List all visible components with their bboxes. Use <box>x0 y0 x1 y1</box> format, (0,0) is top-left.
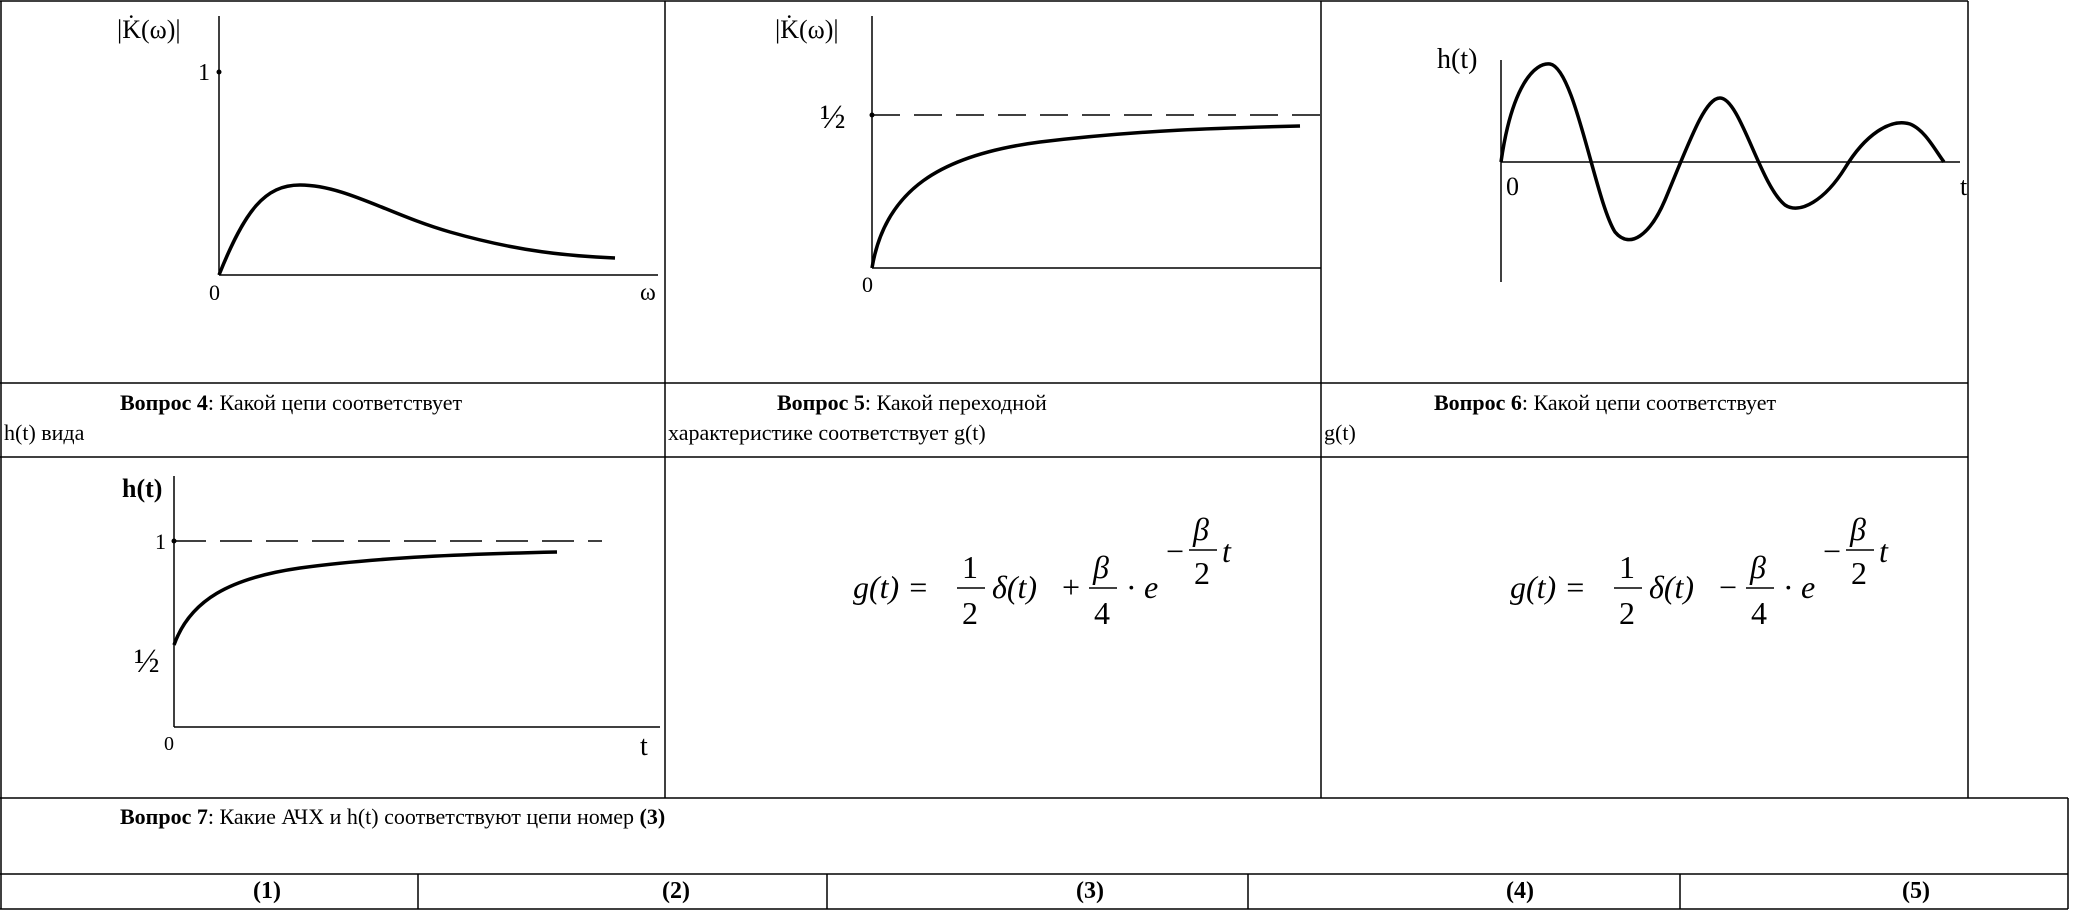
graph-frequency-response-1: |K̇(ω)| 1 0 ω <box>117 15 658 306</box>
option-2[interactable]: (2) <box>662 878 690 904</box>
graph-4-ylabel: h(t) <box>122 474 162 503</box>
formula-5-exp-den: 2 <box>1194 555 1210 591</box>
graph-frequency-response-2: |K̇(ω)| ½ 0 <box>775 15 1321 297</box>
formula-6-dot: · <box>1783 569 1794 605</box>
option-4[interactable]: (4) <box>1506 878 1534 904</box>
formula-5-exp-base: e <box>1144 569 1158 605</box>
question-5-text-line2: характеристике соответствует g(t) <box>668 420 986 445</box>
graph-4-origin: 0 <box>164 733 174 755</box>
question-6-label: Вопрос 6 <box>1434 390 1522 415</box>
graph-2-origin: 0 <box>862 272 873 297</box>
formula-5-dot: · <box>1126 569 1137 605</box>
formula-5-frac1-den: 2 <box>962 595 978 631</box>
graph-1-origin: 0 <box>209 280 220 305</box>
graph-4-tick-one: 1 <box>155 529 166 554</box>
formula-6-frac1-num: 1 <box>1619 549 1635 585</box>
formula-6-delta: δ(t) <box>1649 569 1694 605</box>
formula-question-5: g(t) = 1 2 δ(t) + β 4 · e − β 2 t <box>853 511 1232 631</box>
graph-2-tick-half: ½ <box>820 99 846 136</box>
graph-4-tick-half: ½ <box>134 643 160 680</box>
question-6-text-line2: g(t) <box>1324 420 1356 445</box>
formula-5-operator: + <box>1062 569 1080 605</box>
formula-6-frac1-den: 2 <box>1619 595 1635 631</box>
formula-6-exp-base: e <box>1801 569 1815 605</box>
formula-6-operator: − <box>1719 569 1737 605</box>
formula-5-frac1-num: 1 <box>962 549 978 585</box>
question-4-text-line2: h(t) вида <box>4 420 85 445</box>
question-7-text: : Какие АЧХ и h(t) соответствуют цепи но… <box>207 804 640 829</box>
question-4-text-line1: : Какой цепи соответствует <box>207 390 463 415</box>
formula-5-frac2-num: β <box>1092 549 1109 585</box>
graph-2-ylabel: |K̇(ω)| <box>775 15 839 44</box>
question-7-label: Вопрос 7 <box>120 804 208 829</box>
formula-question-6: g(t) = 1 2 δ(t) − β 4 · e − β 2 t <box>1510 511 1889 631</box>
graph-1-ylabel: |K̇(ω)| <box>117 15 181 44</box>
question-7-number: (3) <box>639 804 666 829</box>
question-5-label: Вопрос 5 <box>777 390 865 415</box>
question-7: Вопрос 7: Какие АЧХ и h(t) соответствуют… <box>120 802 2020 832</box>
question-4-label: Вопрос 4 <box>120 390 208 415</box>
formula-5-exp-t: t <box>1222 533 1232 569</box>
option-5[interactable]: (5) <box>1902 878 1930 904</box>
formula-6-exp-sign: − <box>1823 533 1841 569</box>
graph-impulse-response-3: h(t) 0 t <box>1437 44 1968 282</box>
graph-impulse-response-4: h(t) 1 ½ 0 t <box>122 474 660 762</box>
graph-3-ylabel: h(t) <box>1437 44 1477 75</box>
graph-3-origin: 0 <box>1506 172 1519 201</box>
formula-6-exp-t: t <box>1879 533 1889 569</box>
option-1[interactable]: (1) <box>253 878 281 904</box>
formula-5-exp-sign: − <box>1166 533 1184 569</box>
graph-1-xlabel: ω <box>640 280 656 306</box>
formula-5-delta: δ(t) <box>992 569 1037 605</box>
option-3[interactable]: (3) <box>1076 878 1104 904</box>
formula-5-frac2-den: 4 <box>1094 595 1110 631</box>
formula-6-exp-num: β <box>1849 511 1866 547</box>
formula-5-exp-num: β <box>1192 511 1209 547</box>
formula-6-exp-den: 2 <box>1851 555 1867 591</box>
formula-6-frac2-den: 4 <box>1751 595 1767 631</box>
question-5: Вопрос 5: Какой переходной характеристик… <box>668 388 1318 448</box>
question-6: Вопрос 6: Какой цепи соответствует g(t) <box>1324 388 1964 448</box>
question-4: Вопрос 4: Какой цепи соответствует h(t) … <box>4 388 660 448</box>
formula-6-lhs: g(t) = <box>1510 569 1586 605</box>
formula-6-frac2-num: β <box>1749 549 1766 585</box>
formula-5-lhs: g(t) = <box>853 569 929 605</box>
graph-3-xlabel: t <box>1960 172 1968 201</box>
graph-1-tick-one: 1 <box>198 60 210 86</box>
question-5-text-line1: : Какой переходной <box>864 390 1047 415</box>
graph-4-xlabel: t <box>640 731 648 762</box>
question-6-text-line1: : Какой цепи соответствует <box>1521 390 1777 415</box>
